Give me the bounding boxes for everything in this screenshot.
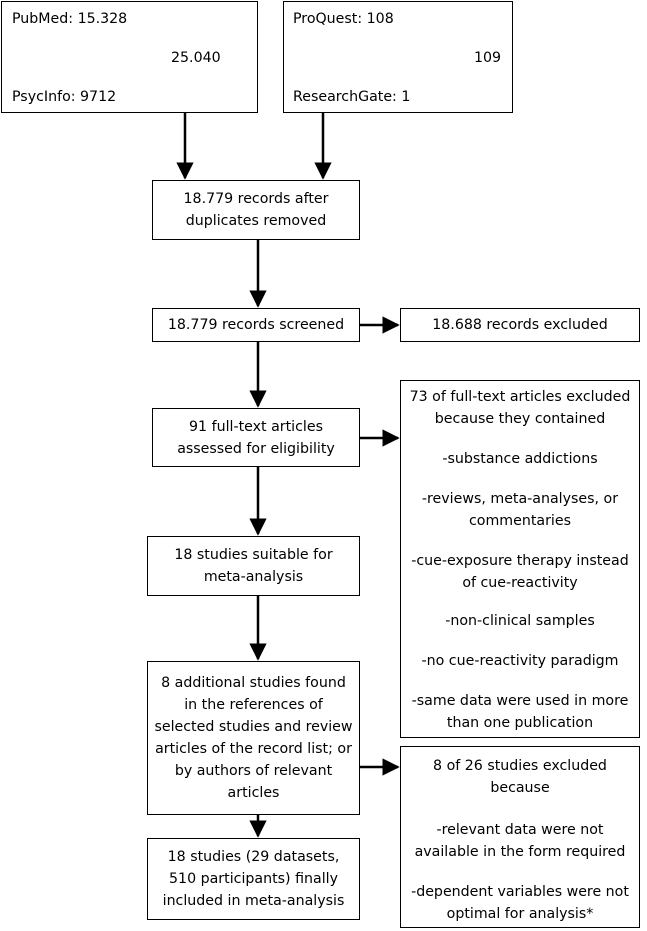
exclusion-reason: -non-clinical samples [445, 613, 595, 629]
exclusion-reason: -no cue-reactivity paradigm [421, 653, 619, 669]
exclusion-reason: commentaries [469, 513, 571, 529]
exclusion-reason: than one publication [446, 715, 594, 731]
proquest-count: ProQuest: 108 [293, 11, 394, 27]
after-duplicates-line: duplicates removed [185, 213, 327, 229]
exclusion-reason: -dependent variables were not [411, 884, 629, 900]
after-duplicates-box: 18.779 records after duplicates removed [152, 180, 360, 240]
suitable-box: 18 studies suitable for meta-analysis [147, 536, 360, 596]
exclusion-reason: -cue-exposure therapy instead [411, 553, 629, 569]
exclusion-reason: -reviews, meta-analyses, or [421, 491, 619, 507]
fulltext-excluded-header: 73 of full-text articles excluded [409, 389, 631, 405]
source-box-right: ProQuest: 108 ResearchGate: 1 109 [283, 1, 513, 113]
additional-line: selected studies and review [154, 719, 353, 735]
exclusion-reason: optimal for analysis* [446, 906, 594, 922]
additional-line: in the references of [184, 697, 323, 713]
additional-box: 8 additional studies found in the refere… [147, 661, 360, 815]
fulltext-excluded-header: because they contained [434, 411, 606, 427]
final-box: 18 studies (29 datasets, 510 participant… [147, 838, 360, 920]
source-box-left: PubMed: 15.328 PsycInfo: 9712 25.040 [1, 1, 258, 113]
fulltext-line: assessed for eligibility [177, 440, 335, 457]
additional-excluded-header: 8 of 26 studies excluded [433, 758, 607, 774]
final-line: 510 participants) finally [169, 871, 338, 887]
researchgate-count: ResearchGate: 1 [293, 89, 411, 105]
suitable-line: 18 studies suitable for [174, 547, 333, 563]
exclusion-reason: -substance addictions [442, 451, 598, 467]
screened-excluded-box: 18.688 records excluded [400, 308, 640, 342]
psycinfo-count: PsycInfo: 9712 [12, 89, 117, 105]
additional-line: by authors of relevant [174, 763, 333, 779]
pubmed-count: PubMed: 15.328 [12, 11, 128, 27]
exclusion-reason: of cue-reactivity [462, 575, 578, 591]
left-total: 25.040 [171, 50, 221, 66]
additional-line: articles of the record list; or [155, 741, 352, 757]
additional-excluded-header: because [490, 780, 550, 796]
exclusion-reason: -same data were used in more [411, 693, 629, 709]
fulltext-box: 91 full-text articles assessed for eligi… [152, 408, 360, 467]
exclusion-reason: -relevant data were not [436, 822, 604, 838]
after-duplicates-line: 18.779 records after [183, 191, 329, 207]
screened-text: 18.779 records screened [167, 317, 345, 333]
additional-line: 8 additional studies found [161, 675, 346, 691]
right-total: 109 [474, 50, 502, 66]
fulltext-excluded-box: 73 of full-text articles excluded becaus… [400, 380, 640, 738]
final-line: included in meta-analysis [162, 893, 345, 909]
fulltext-line: 91 full-text articles [189, 418, 323, 435]
additional-excluded-box: 8 of 26 studies excluded because -releva… [400, 746, 640, 928]
exclusion-reason: available in the form required [414, 844, 626, 860]
screened-box: 18.779 records screened [152, 308, 360, 342]
suitable-line: meta-analysis [203, 569, 304, 585]
final-line: 18 studies (29 datasets, [167, 849, 340, 865]
screened-excluded-text: 18.688 records excluded [432, 317, 608, 333]
additional-line: articles [227, 785, 280, 801]
